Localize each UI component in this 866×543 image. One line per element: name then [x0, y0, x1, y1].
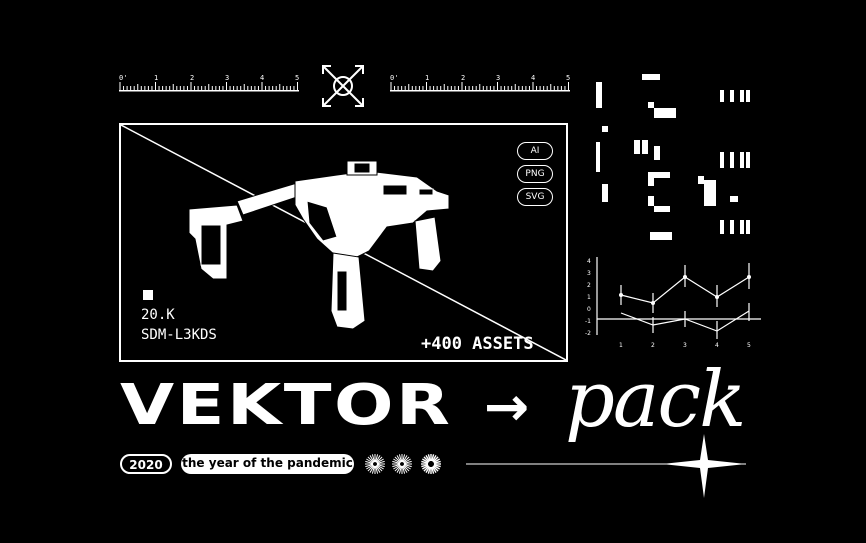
mini-chart-x-tick: 4	[715, 342, 719, 349]
ruler-left-tick-0: 0'	[119, 74, 127, 82]
year-badge: 2020	[120, 454, 172, 474]
crosshair-target-icon	[321, 64, 365, 108]
ruler-right: 0' 1 2 3 4 5	[390, 72, 570, 94]
pixel-glyph-panel	[596, 74, 750, 240]
mini-chart-y-tick: 4	[587, 258, 591, 265]
product-frame: AI PNG SVG 20.K SDM-L3KDS +400 ASSETS	[119, 123, 568, 362]
ruler-right-tick-0: 0'	[390, 74, 398, 82]
tagline-badge: the year of the pandemic	[181, 454, 354, 474]
mini-chart-x-tick: 5	[747, 342, 751, 349]
model-code: SDM-L3KDS	[141, 327, 217, 343]
headline-vektor: VEKTOR	[120, 373, 453, 438]
ruler-left-tick-1: 1	[154, 74, 158, 82]
ruler-left-tick-4: 4	[260, 74, 264, 82]
mini-chart-y-tick: 3	[587, 270, 591, 277]
ruler-left: 0' 1 2 3 4 5	[119, 72, 299, 94]
ruler-right-tick-3: 3	[496, 74, 500, 82]
ruler-right-tick-4: 4	[531, 74, 535, 82]
mini-chart-y-tick: -1	[585, 318, 591, 325]
four-point-star-icon	[466, 434, 746, 498]
starburst-icon	[421, 454, 441, 474]
mini-chart-y-tick: 2	[587, 282, 591, 289]
mini-chart-y-tick: -2	[585, 330, 591, 337]
mini-chart-y-tick: 1	[587, 294, 591, 301]
ruler-left-tick-5: 5	[295, 74, 299, 82]
mini-chart-x-tick: 1	[619, 342, 623, 349]
arrow-right-icon: →	[484, 375, 530, 438]
format-badge-ai: AI	[517, 142, 553, 160]
mini-error-chart: 4 3 2 1 0 -1 -2 1 2 3 4 5	[585, 257, 761, 349]
ruler-left-tick-2: 2	[190, 74, 194, 82]
mini-chart-y-tick: 0	[587, 306, 591, 313]
assets-count: +400 ASSETS	[421, 334, 534, 354]
smg-weapon-illustration	[188, 161, 450, 330]
ruler-right-tick-2: 2	[461, 74, 465, 82]
ruler-right-tick-1: 1	[425, 74, 429, 82]
headline-pack: pack	[565, 355, 746, 445]
ruler-left-tick-3: 3	[225, 74, 229, 82]
code-number: 20.K	[141, 307, 175, 323]
mini-chart-x-tick: 3	[683, 342, 687, 349]
mini-chart-x-tick: 2	[651, 342, 655, 349]
starburst-icon	[365, 454, 385, 474]
format-badge-png: PNG	[517, 165, 553, 183]
format-badge-svg: SVG	[517, 188, 553, 206]
starburst-icon	[392, 454, 412, 474]
square-marker	[143, 290, 153, 300]
ruler-right-tick-5: 5	[566, 74, 570, 82]
